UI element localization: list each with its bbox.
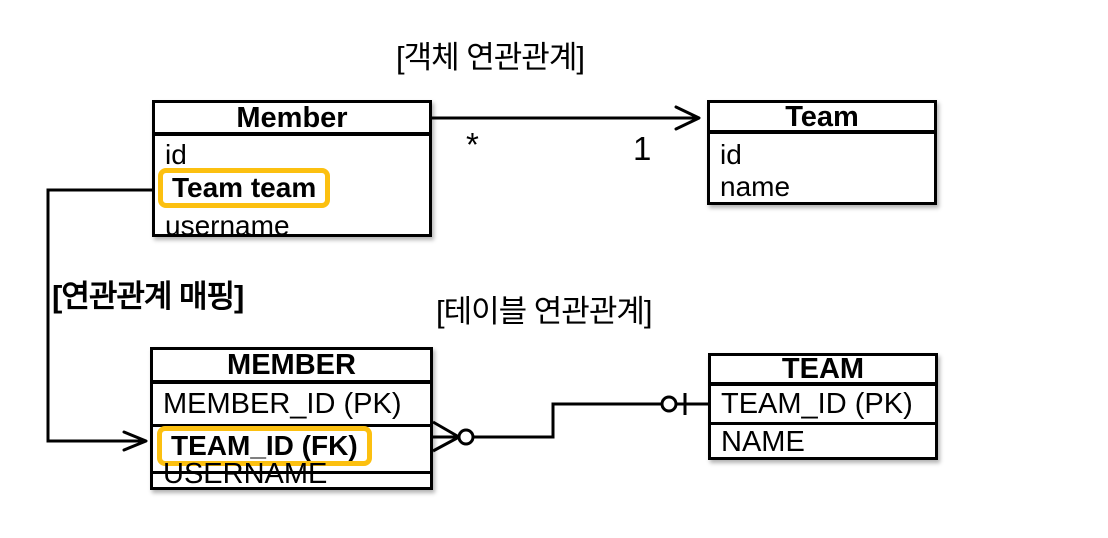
member-field-team-highlight: Team team	[158, 168, 331, 208]
mapping-connector-line	[46, 188, 152, 443]
member-column-username: USERNAME	[163, 458, 328, 490]
team-table-title: TEAM	[711, 355, 935, 386]
member-table-divider-2	[153, 471, 430, 474]
mapping-arrowhead-icon	[122, 430, 148, 452]
team-table-divider-1	[711, 422, 935, 425]
member-table-title: MEMBER	[153, 350, 430, 384]
member-field-username: username	[165, 210, 290, 241]
member-field-team: Team team	[172, 172, 317, 203]
team-column-team-id: TEAM_ID (PK)	[721, 388, 913, 420]
association-mapping-label: [연관관계 매핑]	[52, 279, 244, 314]
member-table-divider-1	[153, 424, 430, 427]
multiplicity-many-label: *	[466, 126, 479, 163]
team-entity-title: Team	[710, 103, 934, 134]
team-entity-box: Team id name	[707, 100, 937, 205]
member-entity-title: Member	[155, 103, 429, 136]
object-association-title: [객체 연관관계]	[396, 40, 585, 75]
member-field-id: id	[165, 139, 187, 170]
team-table-box: TEAM TEAM_ID (PK) NAME	[708, 353, 938, 460]
member-column-team-id-highlight: TEAM_ID (FK)	[157, 426, 372, 466]
member-column-team-id: TEAM_ID (FK)	[171, 430, 358, 461]
table-association-title: [테이블 연관관계]	[436, 294, 652, 329]
object-association-arrowhead-icon	[674, 105, 701, 131]
zero-or-many-circle-icon	[457, 428, 475, 446]
member-column-member-id: MEMBER_ID (PK)	[163, 388, 402, 420]
member-entity-box: Member id Team team username	[152, 100, 432, 241]
table-association-line	[473, 402, 661, 439]
crows-foot-many-icon	[432, 420, 460, 453]
member-table-box: MEMBER MEMBER_ID (PK) TEAM_ID (FK) USERN…	[150, 347, 433, 490]
team-field-name: name	[720, 171, 791, 202]
zero-or-one-circle-icon	[660, 395, 678, 413]
team-field-id: id	[720, 139, 742, 170]
team-column-name: NAME	[721, 426, 805, 458]
multiplicity-one-label: 1	[633, 130, 652, 167]
